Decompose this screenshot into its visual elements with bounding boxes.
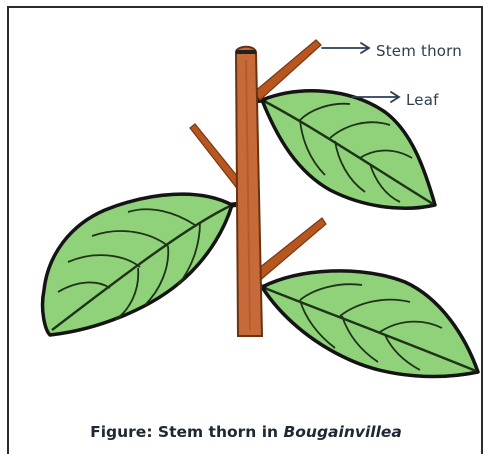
caption-prefix: Figure: Stem thorn in (90, 423, 283, 441)
caption-species: Bougainvillea (283, 423, 401, 441)
leaf-left (43, 194, 232, 335)
label-leaf: Leaf (406, 91, 439, 109)
leaf-lower-right (262, 271, 478, 377)
figure-caption: Figure: Stem thorn in Bougainvillea (0, 423, 492, 441)
label-stem-thorn: Stem thorn (376, 42, 462, 60)
arrow-stem-thorn (322, 43, 369, 53)
